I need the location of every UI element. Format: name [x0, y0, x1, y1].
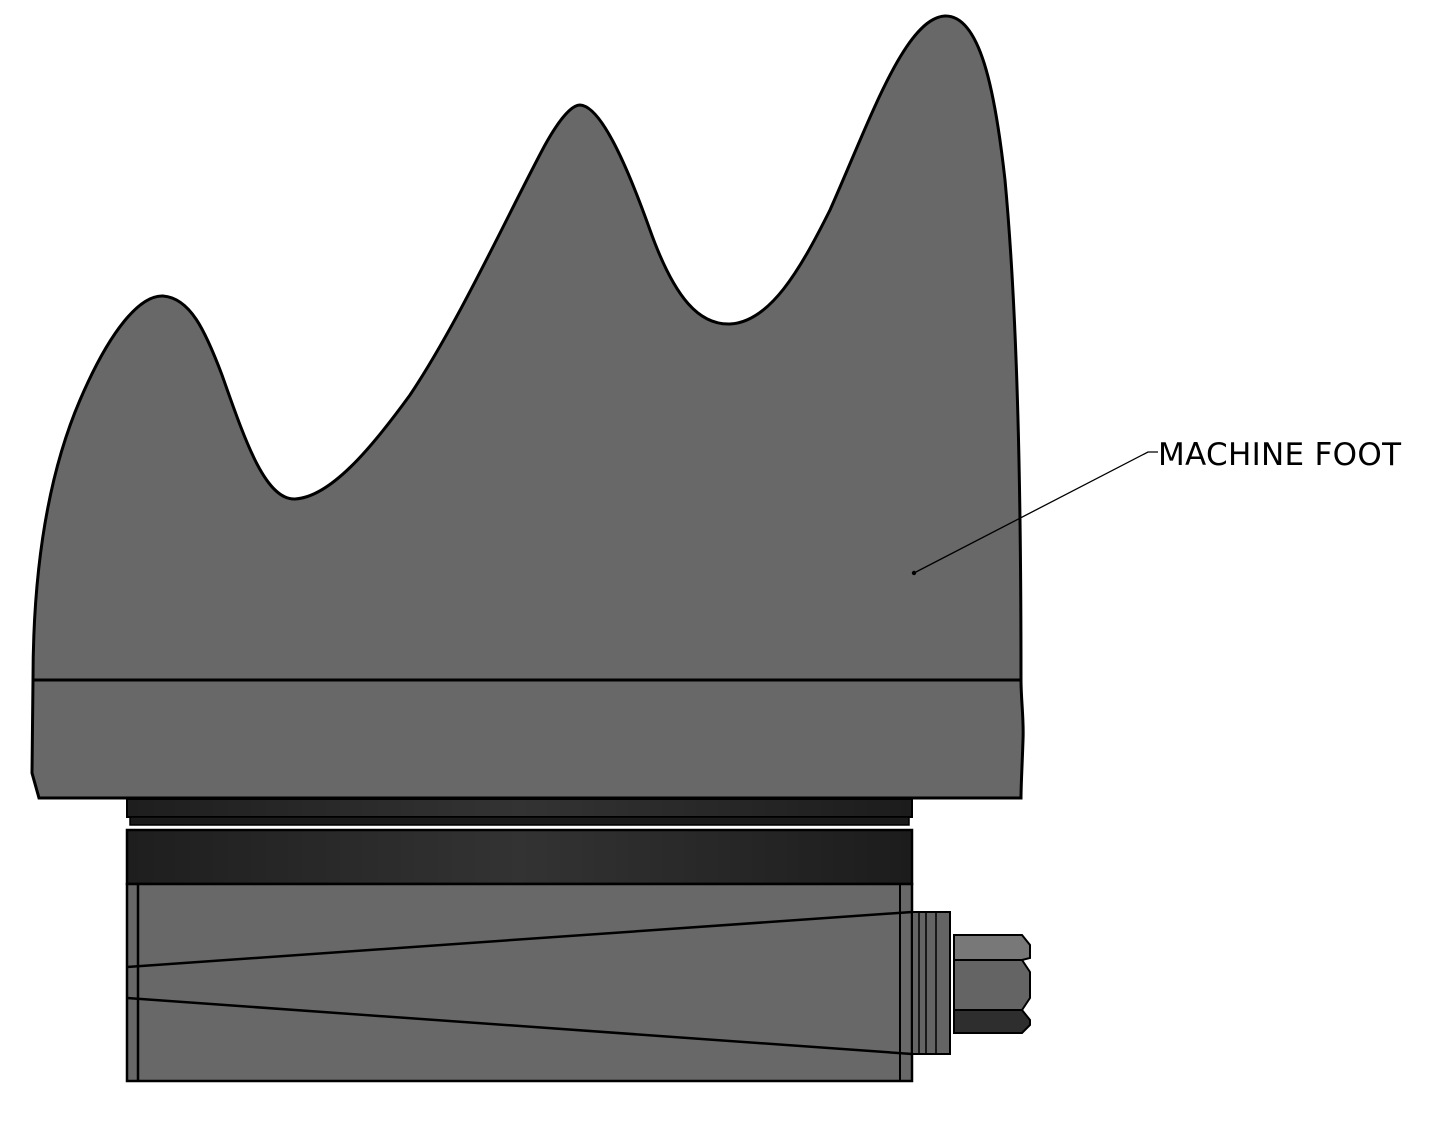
machine-foot-body	[31, 14, 1023, 682]
machine-foot-base-band	[30, 678, 1025, 800]
callout-leader-line	[911, 451, 1158, 576]
hex-nut	[953, 934, 1031, 1034]
callout-label-machine-foot: MACHINE FOOT	[1158, 437, 1402, 473]
end-cap	[911, 911, 951, 1055]
bearing-ring-upper	[126, 798, 913, 826]
bearing-ring-lower	[125, 828, 914, 886]
wedge-housing	[125, 882, 914, 1083]
